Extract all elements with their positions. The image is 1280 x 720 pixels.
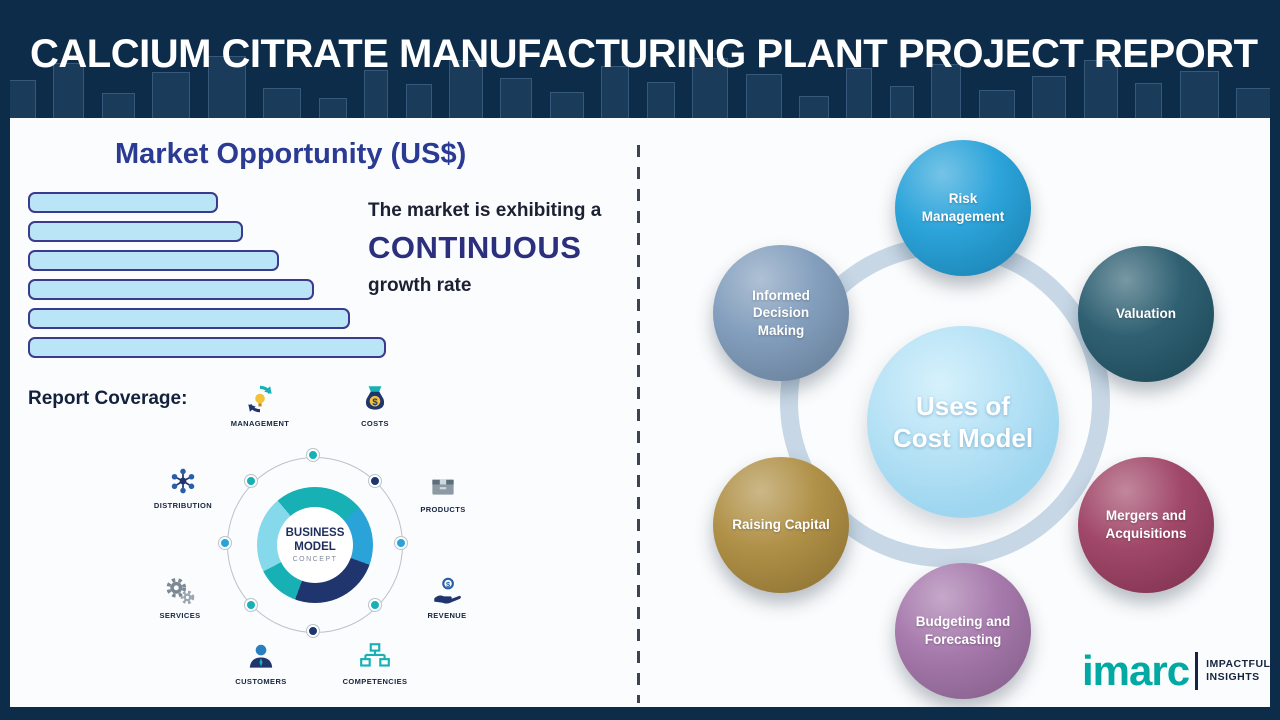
revenue-icon: $ xyxy=(434,577,461,604)
business-model-title-bottom: MODEL xyxy=(294,540,336,553)
cost-model-center-line1: Uses of xyxy=(916,390,1010,421)
section-divider xyxy=(637,145,640,703)
skyline-graphic xyxy=(0,48,1280,118)
bar xyxy=(28,250,279,271)
coverage-item-customers: CUSTOMERS xyxy=(219,640,303,686)
coverage-item-label: REVENUE xyxy=(427,611,467,620)
bubble-label: Raising Capital xyxy=(732,517,830,533)
coverage-item-label: CUSTOMERS xyxy=(235,677,287,686)
coverage-item-label: COMPETENCIES xyxy=(342,677,408,686)
imarc-tagline-line2: INSIGHTS xyxy=(1206,671,1260,683)
business-model-subtitle: CONCEPT xyxy=(292,555,338,563)
bubble-risk-management: Risk Management xyxy=(895,140,1031,276)
imarc-tagline-line1: IMPACTFUL xyxy=(1206,657,1271,670)
coverage-item-label: DISTRIBUTION xyxy=(153,501,213,510)
market-opportunity-heading: Market Opportunity (US$) xyxy=(115,138,467,170)
svg-text:$: $ xyxy=(446,580,451,589)
growth-line1: The market is exhibiting a xyxy=(368,200,602,221)
growth-line2: growth rate xyxy=(368,275,472,296)
coverage-item-services: SERVICES xyxy=(138,574,222,620)
right-edge-strip xyxy=(1270,0,1280,720)
imarc-logo: imarc IMPACTFUL INSIGHTS xyxy=(1082,650,1270,692)
business-model-title-top: BUSINESS xyxy=(285,527,345,540)
coverage-item-revenue: $ REVENUE xyxy=(405,574,489,620)
ring-node-dot xyxy=(395,537,407,549)
footer-strip xyxy=(0,707,1280,720)
bar xyxy=(28,279,315,300)
coverage-item-costs: $ COSTS xyxy=(333,382,417,428)
bar xyxy=(28,192,218,213)
bubble-mergers-acquisitions: Mergers and Acquisitions xyxy=(1078,457,1214,593)
left-edge-strip xyxy=(0,0,10,720)
market-bar-chart xyxy=(28,192,386,366)
coverage-item-management: MANAGEMENT xyxy=(218,382,302,428)
bubble-budgeting-forecasting: Budgeting and Forecasting xyxy=(895,563,1031,699)
bubble-label: Risk Management xyxy=(921,191,1005,224)
coverage-item-competencies: COMPETENCIES xyxy=(333,640,417,686)
coverage-item-label: PRODUCTS xyxy=(420,505,466,514)
cost-model-center: Uses of Cost Model xyxy=(867,326,1059,518)
distribution-icon xyxy=(171,468,195,494)
imarc-logo-tagline: IMPACTFUL INSIGHTS xyxy=(1206,658,1270,684)
business-model-diagram: BUSINESS MODEL CONCEPT MANAGEMENT $ COST… xyxy=(150,380,480,710)
coverage-item-distribution: DISTRIBUTION xyxy=(141,464,225,510)
management-icon xyxy=(248,385,272,413)
bar xyxy=(28,308,351,329)
bubble-raising-capital: Raising Capital xyxy=(713,457,849,593)
ring-node-dot xyxy=(219,537,231,549)
bubble-label: Mergers and Acquisitions xyxy=(1105,508,1187,541)
coverage-item-label: MANAGEMENT xyxy=(230,419,290,428)
competencies-icon xyxy=(360,643,390,667)
svg-text:$: $ xyxy=(372,397,378,408)
bar xyxy=(28,337,386,358)
imarc-logo-divider xyxy=(1195,652,1199,690)
ring-node-dot xyxy=(307,625,319,637)
bar xyxy=(28,221,243,242)
ring-node-dot xyxy=(307,449,319,461)
customers-icon xyxy=(249,644,273,668)
ring-node-dot xyxy=(245,599,257,611)
coverage-item-label: SERVICES xyxy=(159,611,201,620)
business-model-center: BUSINESS MODEL CONCEPT xyxy=(277,507,353,583)
ring-node-dot xyxy=(245,475,257,487)
page-title: CALCIUM CITRATE MANUFACTURING PLANT PROJ… xyxy=(30,32,1258,76)
services-icon xyxy=(166,577,195,605)
bubble-informed-decision-making: Informed Decision Making xyxy=(713,245,849,381)
coverage-item-label: COSTS xyxy=(361,419,389,428)
growth-text-block: The market is exhibiting a CONTINUOUS gr… xyxy=(368,200,633,297)
costs-icon: $ xyxy=(365,386,385,410)
header-bar xyxy=(0,0,1280,118)
products-icon xyxy=(432,479,454,495)
ring-node-dot xyxy=(369,475,381,487)
coverage-item-products: PRODUCTS xyxy=(401,468,485,514)
cost-model-center-line2: Cost Model xyxy=(892,423,1034,453)
bubble-valuation: Valuation xyxy=(1078,246,1214,382)
bubble-label: Informed Decision Making xyxy=(752,287,810,338)
bubble-label: Valuation xyxy=(1115,306,1176,322)
report-coverage-label: Report Coverage: xyxy=(28,388,188,409)
imarc-logo-wordmark: imarc xyxy=(1082,647,1190,694)
ring-node-dot xyxy=(369,599,381,611)
bubble-label: Budgeting and Forecasting xyxy=(915,614,1011,647)
growth-emphasis: CONTINUOUS xyxy=(368,230,582,265)
